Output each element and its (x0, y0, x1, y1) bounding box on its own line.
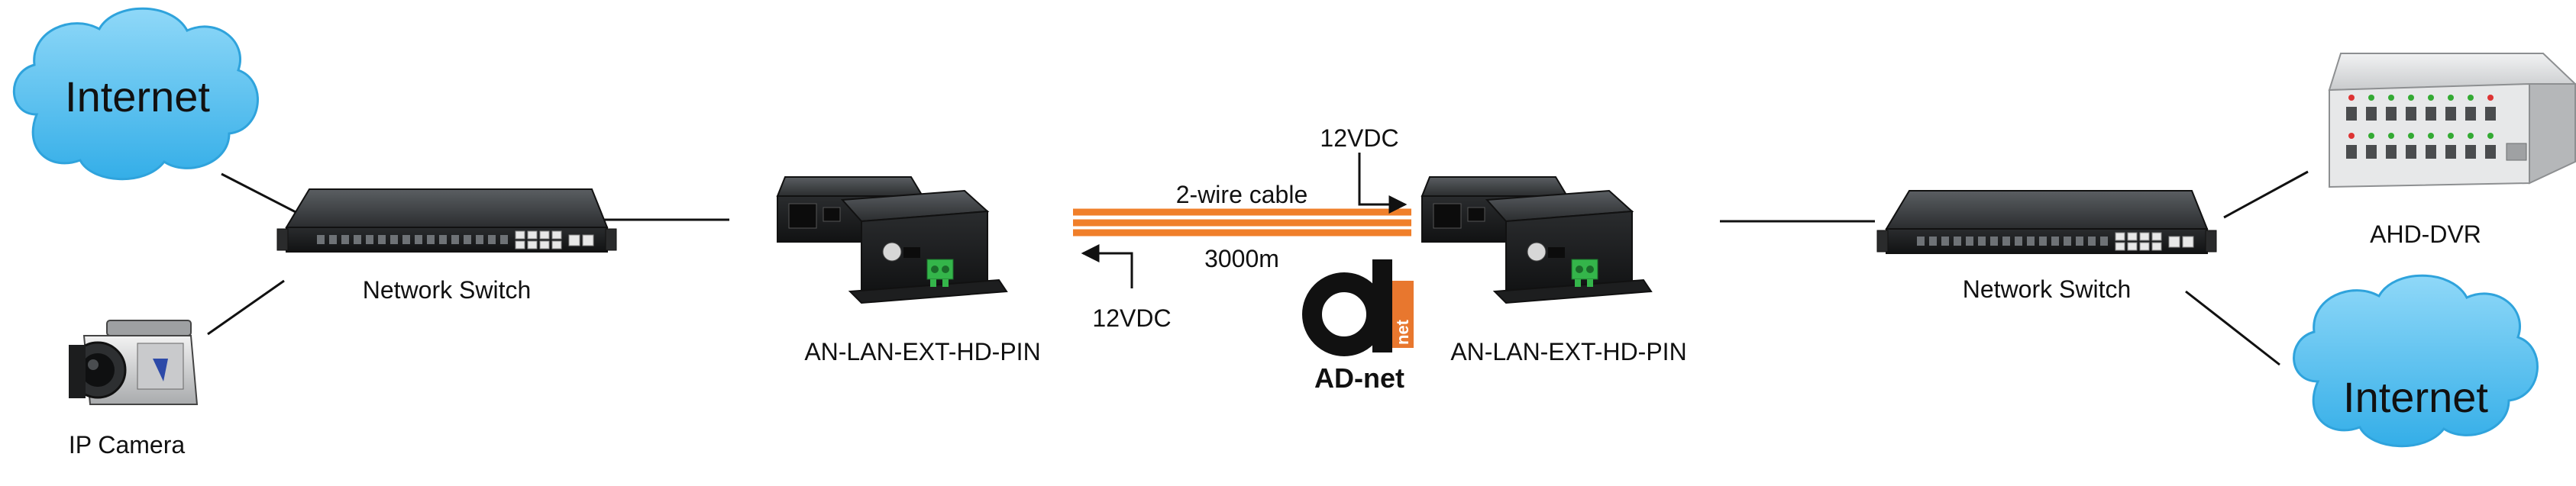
power-input-left: 12VDC (1081, 244, 1172, 332)
ip-camera: IP Camera (69, 320, 199, 459)
switch-right-label: Network Switch (1963, 275, 2132, 303)
connector-lines (207, 170, 2309, 366)
switch-left-icon (276, 188, 617, 253)
internet-cloud-right: Internet (2293, 274, 2539, 448)
cloud-right-icon (2293, 274, 2539, 448)
power-arrow-right (1358, 153, 1408, 214)
ahd-dvr: AHD-DVR (2328, 53, 2576, 248)
switch-right-icon (1876, 190, 2217, 254)
power-label-right: 12VDC (1320, 124, 1398, 152)
power-label-left: 12VDC (1092, 304, 1171, 332)
cloud-left-icon (12, 7, 259, 181)
ip-camera-label: IP Camera (69, 431, 186, 459)
line-switch-right-to-dvr (2223, 170, 2309, 219)
extender-right-label: AN-LAN-EXT-HD-PIN (1450, 338, 1686, 365)
ad-net-mark-icon: net (1302, 259, 1414, 356)
extender-left-icon (776, 176, 1008, 304)
extender-right-icon (1421, 176, 1653, 304)
power-input-right: 12VDC (1320, 124, 1408, 214)
line-switch-right-to-cloud (2185, 290, 2280, 366)
cloud-left-label: Internet (65, 72, 210, 121)
ad-net-wordmark: AD-net (1314, 362, 1404, 394)
extender-left-label: AN-LAN-EXT-HD-PIN (804, 338, 1040, 365)
line-camera-to-switch-left (207, 279, 285, 336)
ahd-dvr-label: AHD-DVR (2370, 220, 2481, 248)
ip-camera-icon (69, 320, 199, 405)
power-arrow-left (1081, 244, 1133, 288)
extender-right: AN-LAN-EXT-HD-PIN (1421, 176, 1687, 365)
network-switch-right: Network Switch (1876, 190, 2217, 303)
cloud-right-label: Internet (2343, 373, 2488, 421)
extender-left: AN-LAN-EXT-HD-PIN (776, 176, 1041, 365)
ad-net-logo: net AD-net (1302, 259, 1414, 394)
ahd-dvr-icon (2328, 53, 2576, 188)
ad-net-mark-word: net (1393, 319, 1412, 345)
switch-left-label: Network Switch (363, 276, 532, 304)
network-switch-left: Network Switch (276, 188, 617, 304)
line-cloud-to-switch-left (221, 172, 302, 217)
internet-cloud-left: Internet (12, 7, 259, 181)
two-wire-cable: 2-wire cable 3000m (1073, 181, 1411, 272)
cable-distance: 3000m (1204, 245, 1279, 272)
cable-label: 2-wire cable (1176, 181, 1308, 208)
